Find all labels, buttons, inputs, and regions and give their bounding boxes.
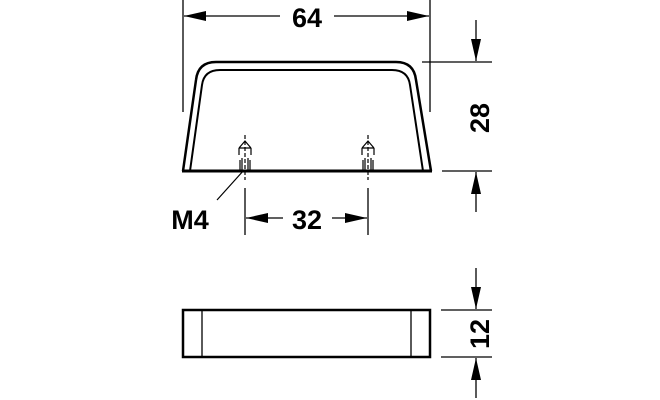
dimension-12 [441,268,492,398]
dimension-12-label: 12 [465,319,495,349]
thread-label: M4 [171,205,209,235]
dimension-64 [182,0,431,112]
dimension-28-label: 28 [465,103,495,133]
screw-right [361,135,375,180]
dimension-64-label: 64 [292,3,322,33]
handle-front-view [181,60,433,173]
screw-left [238,135,252,180]
thread-leader-line [216,169,245,201]
dimension-28 [422,20,492,212]
dimension-32 [244,188,369,235]
dimension-32-label: 32 [292,205,322,235]
handle-side-view [181,308,432,359]
